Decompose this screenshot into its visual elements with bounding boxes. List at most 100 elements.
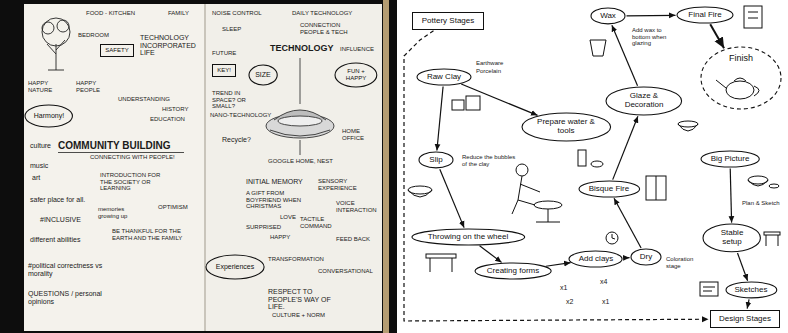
- node-text: FUN + HAPPY: [343, 68, 369, 81]
- note-label: HOME OFFICE: [342, 128, 372, 141]
- note-label: art: [32, 174, 40, 182]
- note-label: DAILY TECHNOLOGY: [292, 10, 352, 17]
- oval-outline: [475, 263, 551, 279]
- sketch-stroke: [612, 234, 615, 239]
- node-text: Add clays: [579, 255, 614, 264]
- node-text: Prepare water & tools: [535, 118, 597, 136]
- sketch-stroke: [744, 6, 762, 28]
- note-label: #INCLUSIVE: [40, 216, 81, 224]
- node-text: Big Picture: [711, 155, 750, 164]
- note-label: culture: [30, 142, 51, 150]
- sketch-stroke: [656, 176, 657, 200]
- flow-arrow: [626, 15, 675, 17]
- sketch-stroke: [578, 150, 586, 166]
- flow-arrow: [710, 24, 724, 48]
- oval-outline: [522, 113, 611, 141]
- note-label: FEED BACK: [336, 236, 370, 243]
- stage-oval: Dry: [630, 248, 662, 266]
- oval-outline: [249, 65, 277, 85]
- note-label: SENSORY EXPERIENCE: [318, 178, 368, 191]
- pottery-sketches: [408, 6, 780, 296]
- tree-sketch: [42, 18, 70, 70]
- note-label: music: [30, 162, 48, 170]
- flow-arrow: [440, 169, 464, 227]
- flow-arrow: [404, 31, 709, 321]
- flow-arrow: [437, 86, 443, 150]
- sketch-stroke: [42, 18, 70, 46]
- sketch-stroke: [466, 96, 480, 110]
- mindmap-circle: SIZE: [248, 64, 278, 86]
- note-label: TREND IN SPACE? OR SMALL?: [212, 90, 252, 110]
- sketch-stroke: [430, 258, 452, 272]
- note-label: CONNECTION PEOPLE & TECH: [300, 22, 364, 35]
- oval-outline: [417, 69, 471, 85]
- flow-arrow: [747, 299, 749, 308]
- node-text: Dry: [640, 253, 652, 262]
- stage-oval: Wax: [590, 7, 626, 25]
- note-label: x2: [566, 298, 573, 306]
- note-label: HAPPY NATURE: [28, 80, 60, 93]
- note-label: UNDERSTANDING: [118, 96, 170, 103]
- sketch-stroke: [516, 164, 528, 176]
- node-text: Throwing on the wheel: [428, 233, 509, 242]
- stage-oval: Add clays: [568, 250, 623, 268]
- note-label: VOICE INTERACTION: [336, 200, 382, 213]
- flow-arrow: [730, 168, 731, 222]
- sketch-stroke: [266, 114, 334, 138]
- flow-arrow: [546, 263, 571, 267]
- device-sketch: [266, 110, 334, 138]
- sketch-stroke: [646, 176, 666, 200]
- note-label: TACTILE COMMAND: [300, 216, 334, 229]
- sketch-stroke: [726, 81, 754, 99]
- mindmap-box: SAFETY: [100, 44, 134, 57]
- flow-arrow: [614, 198, 641, 248]
- sketch-stroke: [678, 121, 698, 127]
- sketch-stroke: [42, 22, 54, 34]
- node-text: Pottery Stages: [422, 17, 474, 26]
- oval-outline: [677, 7, 733, 23]
- stage-oval: Creating forms: [474, 262, 552, 280]
- sketch-stroke: [47, 40, 65, 70]
- sketch-stroke: [748, 180, 768, 186]
- stage-oval: Glaze & Decoration: [605, 86, 683, 116]
- note-label: GOOGLE HOME, NEST: [268, 158, 333, 165]
- node-text: Glaze & Decoration: [618, 92, 670, 110]
- sketch-stroke: [452, 100, 464, 110]
- note-label: LOVE: [280, 214, 296, 221]
- note-label: Earthware: [476, 60, 503, 67]
- oval-outline: [419, 152, 453, 168]
- note-label: HAPPY: [270, 234, 290, 241]
- note-label: INITIAL MEMORY: [246, 178, 303, 186]
- oval-outline: [701, 151, 759, 167]
- oval-outline: [726, 282, 777, 298]
- stage-oval: Slip: [418, 151, 454, 169]
- note-label: memories growing up: [98, 206, 138, 219]
- note-label: INTRODUCTION FOR THE SOCIETY OR LEARNING: [100, 172, 164, 192]
- flow-arrow: [461, 84, 537, 115]
- stage-oval: Sketches: [725, 281, 778, 299]
- sketch-stroke: [512, 176, 540, 214]
- note-label: TECHNOLOGY INCORPORATED LIFE: [140, 34, 200, 57]
- note-label: BE THANKFUL FOR THE EARTH AND THE FAMILY: [112, 228, 192, 241]
- oval-outline: [579, 181, 640, 197]
- sketch-stroke: [57, 20, 69, 32]
- node-text: Harmony!: [34, 112, 64, 120]
- sketch-stroke: [703, 287, 715, 291]
- oval-outline: [25, 105, 72, 127]
- note-label: NOISE CONTROL: [212, 10, 262, 17]
- sketch-stroke: [408, 186, 432, 194]
- flow-arrow: [613, 116, 638, 179]
- flow-arrow: [737, 253, 747, 281]
- node-text: SAFETY: [105, 47, 128, 54]
- node-text: SIZE: [255, 71, 271, 79]
- note-label: x1: [602, 298, 609, 306]
- sketch-stroke: [748, 12, 758, 18]
- notebook-spine: [204, 4, 206, 331]
- oval-outline: [569, 251, 622, 267]
- notebook-page: [24, 4, 205, 331]
- note-label: INFLUENCE: [340, 46, 374, 53]
- note-label: Recycle?: [222, 136, 251, 144]
- note-label: Reduce the bubbles of the clay: [462, 154, 518, 167]
- mindmap-circle: Harmony!: [24, 104, 73, 128]
